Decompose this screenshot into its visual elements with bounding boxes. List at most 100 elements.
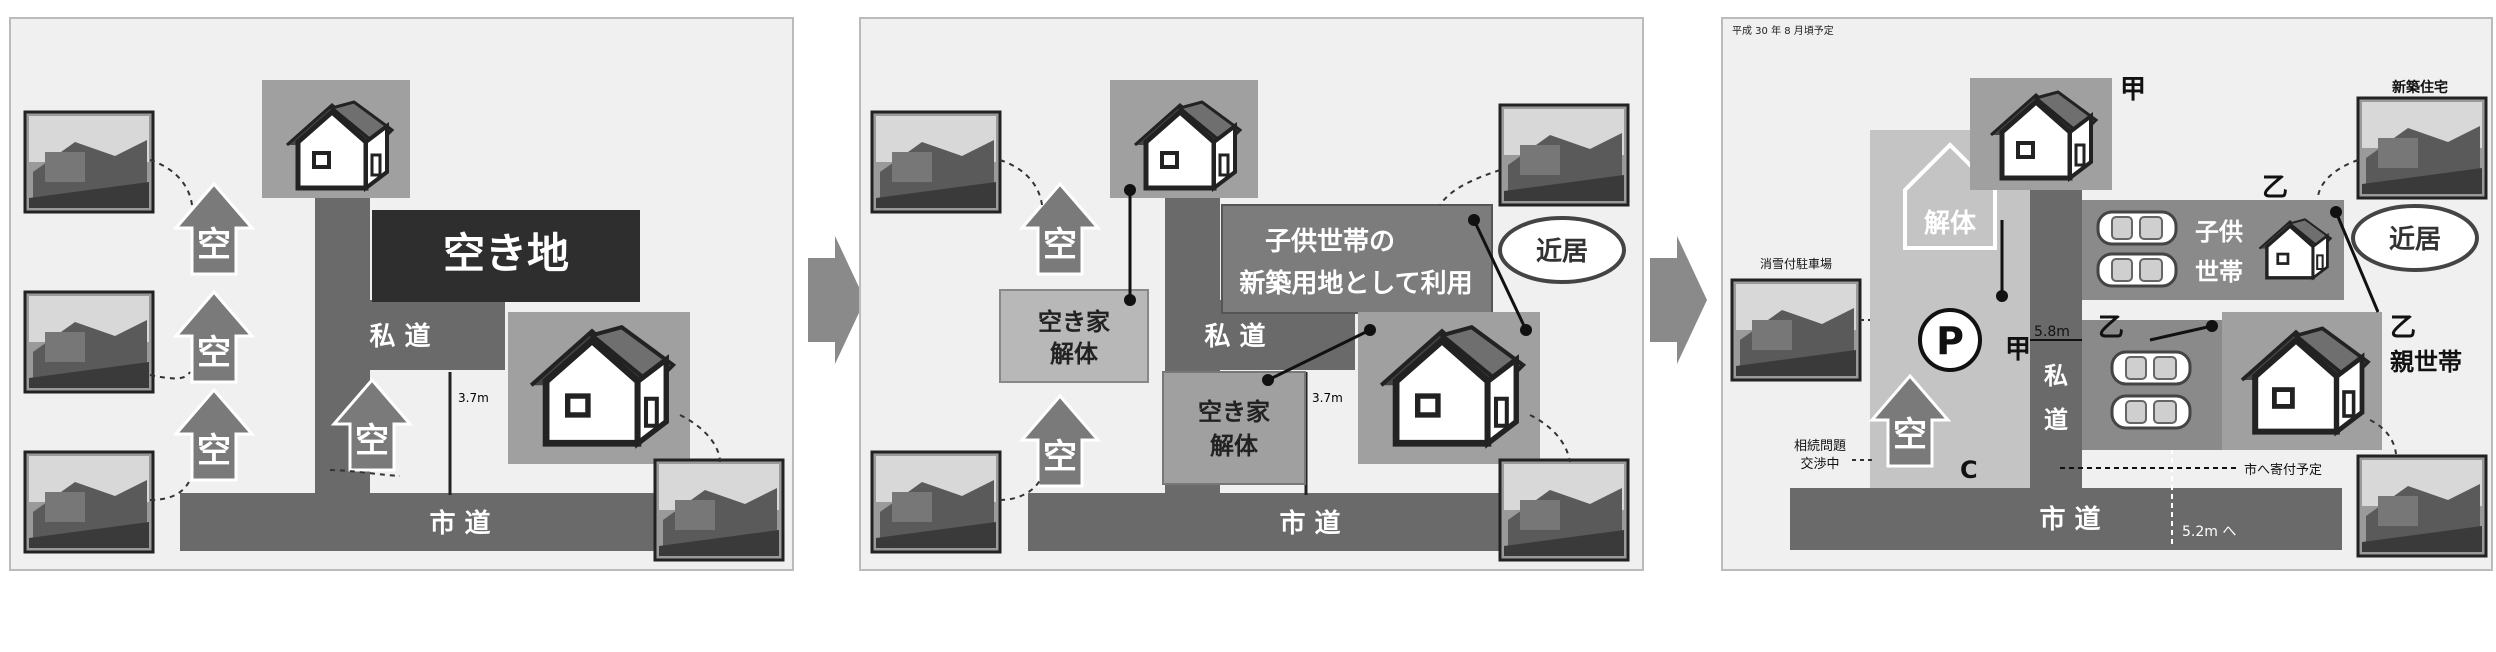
transition-arrow-icon — [808, 236, 865, 364]
vacant-label: 空 — [1043, 225, 1077, 265]
photo-thumbnail — [653, 458, 785, 562]
vacant-label: 空 — [197, 431, 231, 471]
photo-thumbnail — [23, 450, 155, 554]
near-residence-badge — [2351, 204, 2479, 272]
parent-household-label: 親世帯 — [2390, 348, 2462, 376]
private-road-label: 私 道 — [1204, 321, 1265, 352]
connector-dot — [1124, 294, 1136, 306]
leader-line — [679, 414, 721, 463]
inheritance-line-2: 交渉中 — [1800, 456, 1839, 472]
width-label: 3.7m — [1312, 391, 1343, 405]
near-residence-label: 近居 — [2389, 225, 2441, 255]
new-house-label: 新築住宅 — [2392, 79, 2448, 96]
car-icon — [2096, 210, 2178, 246]
private-road-horizontal — [315, 300, 505, 370]
leader-line — [1439, 169, 1501, 206]
parking-letter: P — [1936, 319, 1964, 363]
car-icon — [2110, 350, 2192, 386]
connector-line — [2149, 324, 2213, 342]
connector-dot — [1364, 324, 1376, 336]
photo-thumbnail — [1498, 103, 1630, 207]
otsu-label: 乙 — [2262, 173, 2288, 203]
donation-label: 市へ寄付予定 — [2244, 462, 2322, 478]
panel-3: 平成 30 年 8 月頃予定 市 道 5.2m へ 解体 P 甲 私 道 子供 … — [1721, 17, 2493, 571]
connector-dot — [1468, 214, 1480, 226]
private-road-char-1: 私 — [2044, 362, 2068, 390]
demolish-box — [999, 289, 1149, 383]
snow-parking-label: 消雪付駐車場 — [1760, 256, 1832, 271]
city-road-label: 市 道 — [1279, 508, 1340, 539]
near-residence-label: 近居 — [1536, 237, 1588, 267]
connector-line — [2334, 211, 2380, 313]
leader-line — [149, 479, 191, 501]
vacant-lot-box — [372, 210, 640, 302]
photo-thumbnail — [2356, 96, 2488, 200]
demolish-line-1: 空き家 — [1198, 398, 1270, 426]
photo-thumbnail — [2356, 454, 2488, 558]
leader-line — [999, 479, 1041, 501]
demolished-house-outline — [1903, 142, 1997, 250]
connector-dot — [1520, 324, 1532, 336]
otsu-label: 乙 — [2390, 313, 2416, 343]
leader-line — [149, 371, 191, 380]
car-icon — [2110, 394, 2192, 430]
connector-dot — [1262, 374, 1274, 386]
photo-thumbnail — [870, 110, 1002, 214]
city-road — [180, 493, 740, 551]
c-label: C — [1960, 456, 1978, 484]
photo-thumbnail — [23, 290, 155, 394]
connector-dot — [2330, 206, 2342, 218]
plan-line-2: 新築用地として利用 — [1239, 268, 1472, 299]
leader-line — [1529, 414, 1571, 463]
city-road — [1028, 493, 1588, 551]
inheritance-line-1: 相続問題 — [1794, 439, 1846, 454]
photo-thumbnail — [1730, 278, 1862, 382]
otsu-label: 乙 — [2098, 313, 2124, 343]
leader-line — [2317, 159, 2359, 197]
photo-thumbnail — [23, 110, 155, 214]
vacant-lot-label: 空き地 — [443, 229, 569, 278]
photo-thumbnail — [870, 450, 1002, 554]
vacant-label: 空 — [197, 333, 231, 373]
city-road-label: 市 道 — [429, 508, 490, 539]
panel-1: 市 道 私 道 3.7m 空き地 空 空 空 空 — [9, 17, 794, 571]
connector-dot — [2206, 320, 2218, 332]
parking-icon — [1918, 308, 1982, 372]
connector-dot — [1124, 184, 1136, 196]
demolish-line-2: 解体 — [1050, 340, 1099, 368]
vacant-label: 空 — [1893, 415, 1927, 455]
demolish-line-2: 解体 — [1210, 432, 1259, 460]
schedule-header: 平成 30 年 8 月頃予定 — [1732, 24, 1834, 37]
city-road — [1790, 488, 2342, 550]
vacant-label: 空 — [355, 421, 389, 461]
demolish-box — [1162, 371, 1306, 485]
private-road-char-2: 道 — [2044, 406, 2068, 434]
connector-line — [1472, 219, 1528, 331]
car-icon — [2096, 252, 2178, 288]
leader-line — [329, 469, 401, 477]
photo-thumbnail — [1498, 458, 1630, 562]
near-residence-badge — [1498, 216, 1626, 284]
child-household-line-1: 子供 — [2195, 218, 2243, 246]
transition-arrow-icon — [1650, 236, 1707, 364]
private-road-label: 私 道 — [369, 321, 430, 352]
leader-line — [149, 159, 193, 206]
kou-label: 甲 — [2005, 335, 2031, 365]
dim-52-label: 5.2m へ — [2182, 524, 2236, 540]
panel-2: 市 道 私 道 3.7m 子供世帯の 新築用地として利用 近居 空き家 解体 空… — [859, 17, 1644, 571]
demolition-label: 解体 — [1924, 209, 1977, 239]
kou-label: 甲 — [2120, 75, 2146, 105]
dim-58-label: 5.8m — [2034, 324, 2070, 340]
vacant-label: 空 — [197, 225, 231, 265]
connector-line — [1267, 328, 1371, 382]
plan-line-1: 子供世帯の — [1265, 227, 1395, 257]
child-household-line-2: 世帯 — [2195, 258, 2243, 286]
child-household-plan-box — [1221, 204, 1493, 314]
demolish-line-1: 空き家 — [1038, 308, 1110, 336]
city-road-label: 市 道 — [2039, 504, 2100, 535]
leader-line — [2369, 419, 2397, 455]
vacant-label: 空 — [1043, 437, 1077, 477]
leader-line — [999, 159, 1043, 206]
width-label: 3.7m — [458, 391, 489, 405]
